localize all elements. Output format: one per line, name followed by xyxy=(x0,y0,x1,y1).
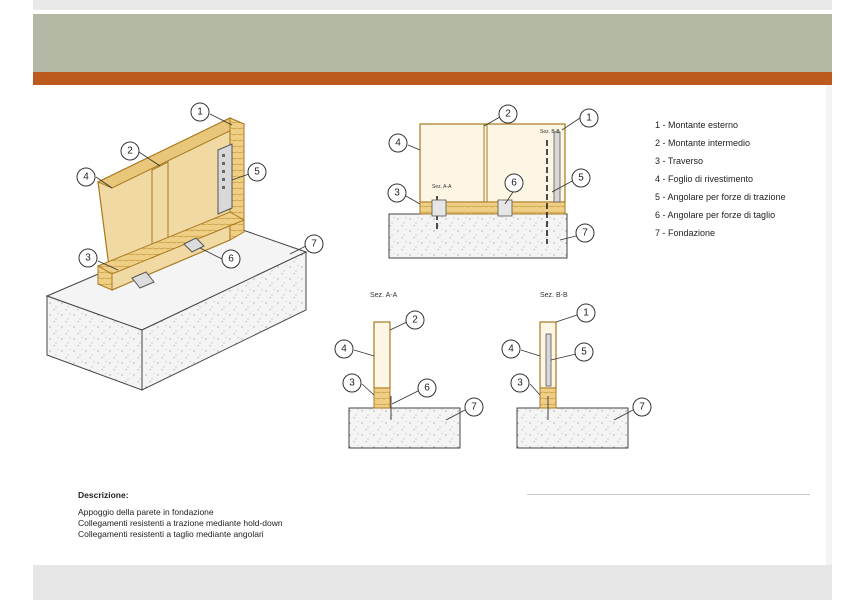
section-b-foundation xyxy=(516,407,629,449)
svg-text:1: 1 xyxy=(583,308,589,319)
bottom-plate-end xyxy=(97,265,113,291)
callout-circle: 1 xyxy=(190,102,210,122)
top-band xyxy=(33,0,832,10)
accent-bar xyxy=(33,72,832,85)
legend-item: 2 - Montante intermedio xyxy=(655,138,751,148)
svg-text:2: 2 xyxy=(505,109,511,120)
svg-text:6: 6 xyxy=(424,383,430,394)
callout-circle: 2 xyxy=(120,141,140,161)
callout-circle: 4 xyxy=(501,339,521,359)
callout-circle: 2 xyxy=(405,310,425,330)
slide-edge xyxy=(826,85,832,565)
description-line: Appoggio della parete in fondazione xyxy=(78,507,214,517)
section-mark-b: Sez. B-B xyxy=(540,129,560,135)
callouts: 1 2 4 5 3 6 7 2 1 4 3 6 5 7 2 4 3 6 7 1 … xyxy=(76,102,652,417)
svg-text:4: 4 xyxy=(341,344,347,355)
svg-text:7: 7 xyxy=(311,239,317,250)
callout-circle: 4 xyxy=(334,339,354,359)
svg-text:6: 6 xyxy=(511,178,517,189)
svg-text:3: 3 xyxy=(394,188,400,199)
legend: 1 - Montante esterno 2 - Montante interm… xyxy=(655,116,786,242)
isometric-view xyxy=(45,117,308,391)
callout-circle: 6 xyxy=(504,173,524,193)
section-b-b: Sez. B-B xyxy=(516,292,629,449)
section-a-title: Sez. A-A xyxy=(370,292,398,299)
section-a-a: Sez. A-A xyxy=(348,292,461,449)
svg-text:6: 6 xyxy=(228,254,234,265)
callout-circle: 4 xyxy=(388,133,408,153)
foundation-side xyxy=(141,251,307,391)
section-a-plate xyxy=(373,387,391,409)
shear-angle-2 xyxy=(131,271,155,289)
description: Descrizione: Appoggio della parete in fo… xyxy=(78,490,283,540)
legend-item: 6 - Angolare per forze di taglio xyxy=(655,210,776,220)
callout-circle: 1 xyxy=(576,303,596,323)
section-a-foundation xyxy=(348,407,461,449)
section-b-title: Sez. B-B xyxy=(540,292,568,299)
callout-circle: 2 xyxy=(498,104,518,124)
svg-text:3: 3 xyxy=(349,378,355,389)
shear-angle-1 xyxy=(183,237,205,253)
callout-circle: 3 xyxy=(510,373,530,393)
callout-circle: 7 xyxy=(632,397,652,417)
hold-down-holes xyxy=(222,154,225,189)
section-mark-a: Sez. A-A xyxy=(432,184,452,190)
description-line: Collegamenti resistenti a trazione media… xyxy=(78,518,283,528)
legend-item: 1 - Montante esterno xyxy=(655,120,739,130)
callout-circle: 1 xyxy=(579,108,599,128)
callout-circle: 5 xyxy=(574,342,594,362)
callout-circle: 6 xyxy=(221,249,241,269)
svg-text:7: 7 xyxy=(639,402,645,413)
legend-item: 4 - Foglio di rivestimento xyxy=(655,174,754,184)
leader-lines xyxy=(95,113,634,421)
callout-circle: 3 xyxy=(387,183,407,203)
elevation-foundation xyxy=(388,213,568,259)
svg-text:1: 1 xyxy=(586,113,592,124)
callout-circle: 5 xyxy=(571,168,591,188)
legend-item: 7 - Fondazione xyxy=(655,228,716,238)
description-title: Descrizione: xyxy=(78,490,129,500)
svg-text:5: 5 xyxy=(581,347,587,358)
callout-circle: 6 xyxy=(417,378,437,398)
bottom-band xyxy=(33,565,832,600)
front-elevation: Sez. A-A Sez. B-B xyxy=(388,123,568,259)
elevation-bottom-plate xyxy=(419,201,566,215)
divider xyxy=(527,494,810,495)
callout-circle: 7 xyxy=(304,234,324,254)
legend-item: 3 - Traverso xyxy=(655,156,704,166)
svg-text:3: 3 xyxy=(517,378,523,389)
callout-circle: 5 xyxy=(247,162,267,182)
svg-text:7: 7 xyxy=(582,228,588,239)
callout-circle: 3 xyxy=(78,248,98,268)
svg-text:2: 2 xyxy=(412,315,418,326)
elevation-hold-down xyxy=(553,131,561,203)
header-bar xyxy=(33,14,832,72)
section-b-hold-down xyxy=(545,333,552,387)
svg-text:2: 2 xyxy=(127,146,133,157)
elevation-panel xyxy=(419,123,566,203)
svg-text:3: 3 xyxy=(85,253,91,264)
legend-item: 5 - Angolare per forze di trazione xyxy=(655,192,786,202)
svg-text:5: 5 xyxy=(578,173,584,184)
svg-text:4: 4 xyxy=(83,172,89,183)
svg-text:4: 4 xyxy=(508,344,514,355)
callout-circle: 3 xyxy=(342,373,362,393)
svg-text:1: 1 xyxy=(197,107,203,118)
svg-text:4: 4 xyxy=(395,138,401,149)
callout-circle: 7 xyxy=(575,223,595,243)
callout-circle: 7 xyxy=(464,397,484,417)
description-line: Collegamenti resistenti a taglio mediant… xyxy=(78,529,264,539)
callout-circle: 4 xyxy=(76,167,96,187)
svg-text:5: 5 xyxy=(254,167,260,178)
section-a-stud xyxy=(373,321,391,389)
svg-text:7: 7 xyxy=(471,402,477,413)
